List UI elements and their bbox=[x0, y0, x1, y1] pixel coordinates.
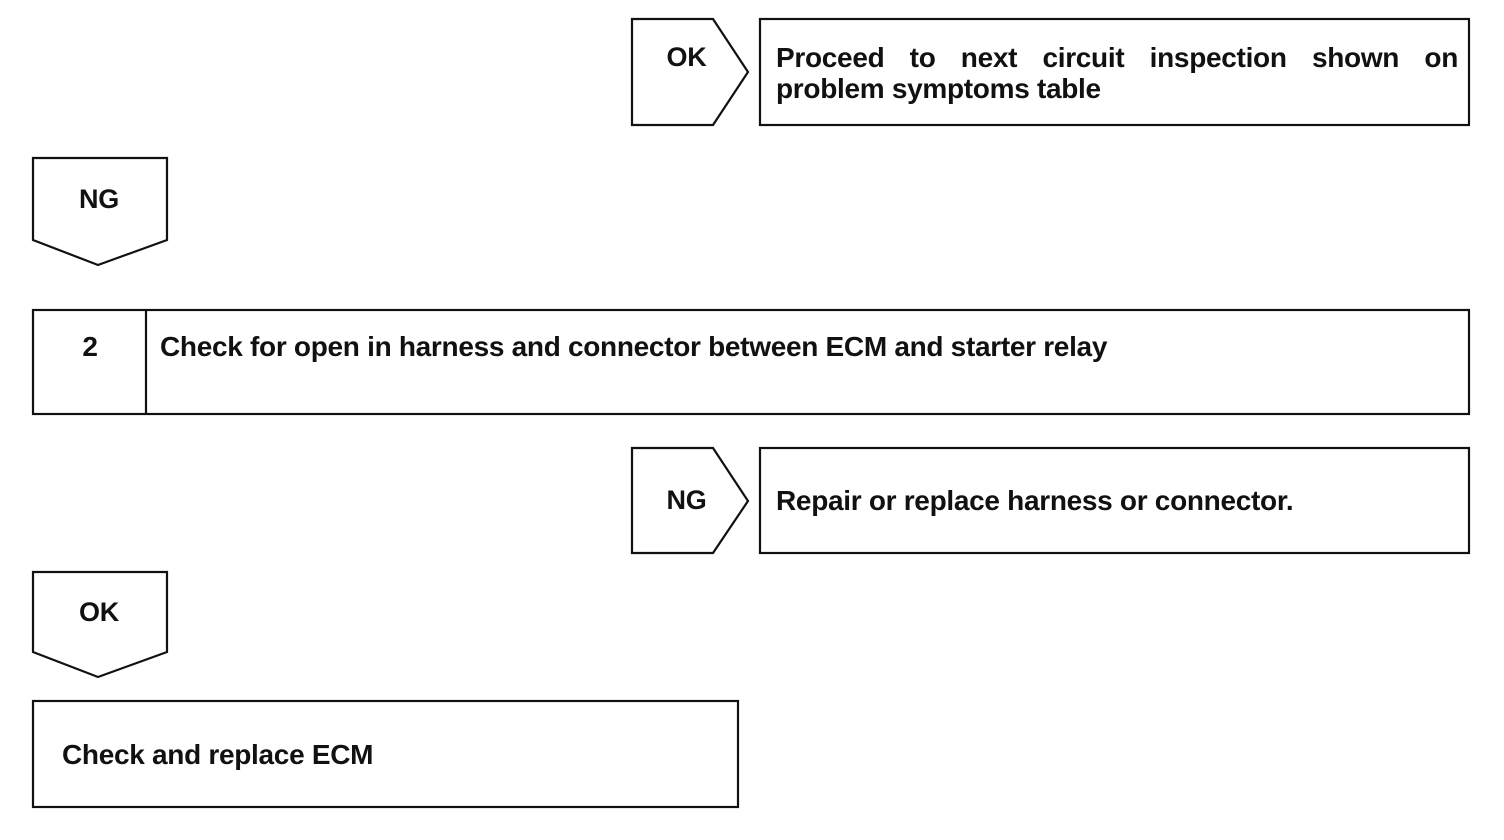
repair-text: Repair or replace harness or connector. bbox=[776, 485, 1294, 516]
ok-arrow-right-1 bbox=[630, 17, 750, 127]
ng-tag-2: NG bbox=[666, 485, 707, 515]
final-box bbox=[31, 699, 740, 809]
proceed-text: Proceed to next circuit inspection shown… bbox=[776, 42, 1458, 104]
ok-tag-1: OK bbox=[666, 42, 707, 72]
ng-arrow-down-1 bbox=[31, 156, 169, 267]
final-text: Check and replace ECM bbox=[62, 739, 374, 770]
ok-arrow-down-2 bbox=[31, 570, 169, 679]
ok-tag-2: OK bbox=[79, 597, 119, 627]
step-number: 2 bbox=[82, 331, 98, 362]
step-2-box bbox=[31, 308, 1471, 416]
ng-arrow-right-2 bbox=[630, 446, 750, 555]
repair-box bbox=[758, 446, 1471, 555]
step-text: Check for open in harness and connector … bbox=[160, 331, 1108, 362]
proceed-box bbox=[758, 17, 1471, 127]
ng-tag-1: NG bbox=[79, 184, 119, 214]
